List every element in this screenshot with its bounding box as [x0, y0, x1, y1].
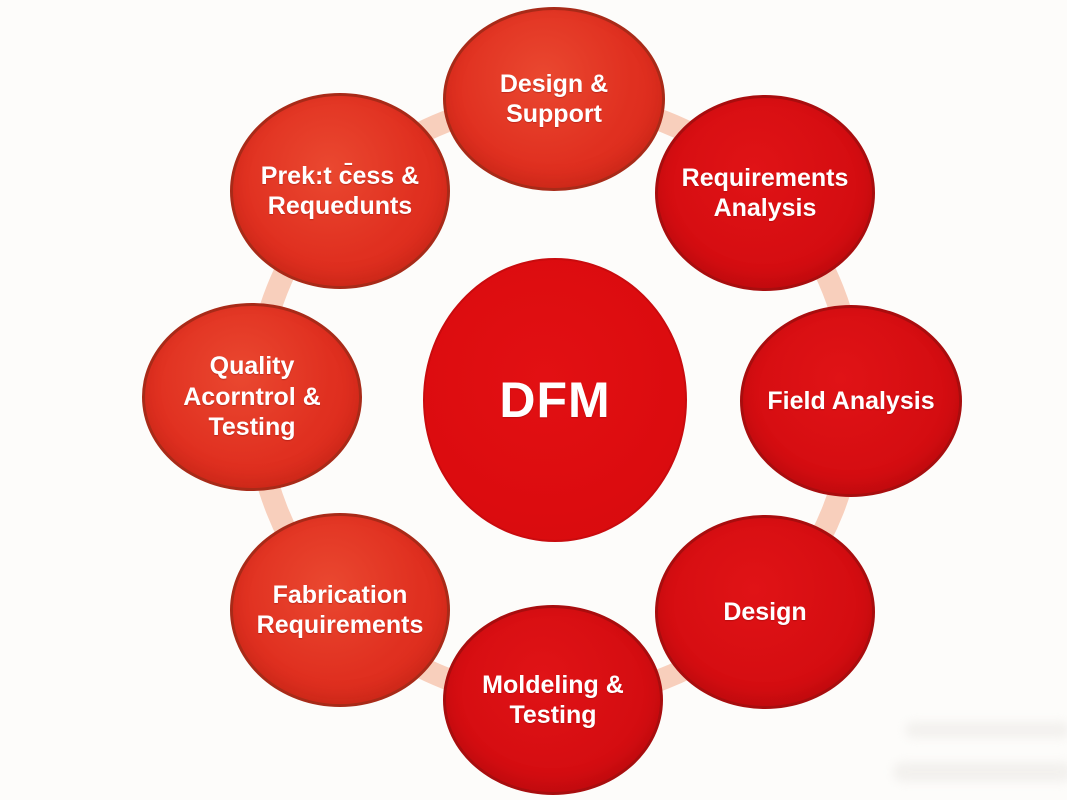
node-quality-control-testing-label: Quality Acorntrol & Testing — [183, 352, 321, 442]
node-design: Design — [655, 515, 875, 709]
node-design-label: Design — [723, 597, 807, 626]
node-design-support: Design & Support — [443, 7, 665, 191]
node-process-requirements: Prek:t c̄ess & Requedunts — [230, 93, 450, 289]
center-node-dfm: DFM — [423, 258, 687, 542]
corner-smudge-decoration — [905, 722, 1067, 738]
node-modeling-testing: Moldeling & Testing — [443, 605, 663, 795]
node-process-requirements-label: Prek:t c̄ess & Requedunts — [260, 161, 420, 221]
node-modeling-testing-label: Moldeling & Testing — [482, 670, 624, 730]
node-requirements-analysis-label: Requirements Analysis — [681, 163, 849, 223]
node-design-support-label: Design & Support — [499, 69, 609, 129]
node-field-analysis: Field Analysis — [740, 305, 962, 497]
node-fabrication-requirements: Fabrication Requirements — [230, 513, 450, 707]
corner-smudge-decoration — [893, 762, 1067, 782]
node-fabrication-requirements-label: Fabrication Requirements — [256, 580, 424, 640]
node-quality-control-testing: Quality Acorntrol & Testing — [142, 303, 362, 491]
center-node-dfm-label: DFM — [499, 371, 611, 428]
node-requirements-analysis: Requirements Analysis — [655, 95, 875, 291]
node-field-analysis-label: Field Analysis — [767, 386, 935, 415]
